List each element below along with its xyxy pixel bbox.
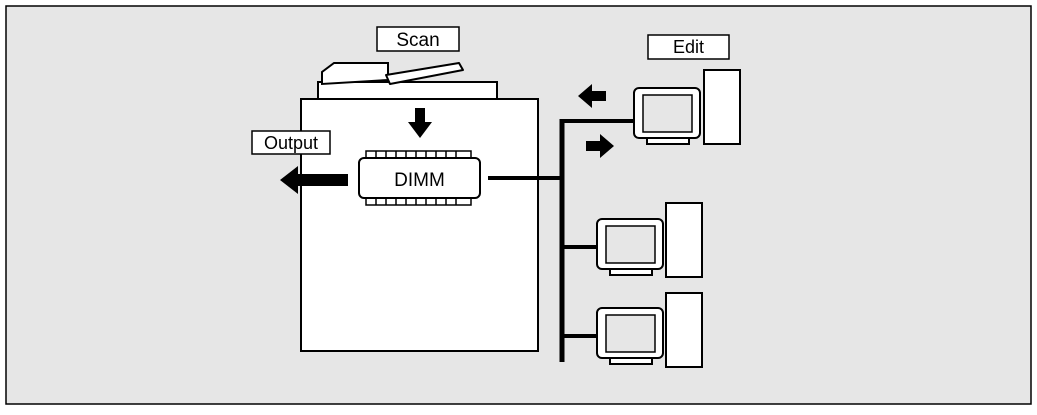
scan-arrow-down-icon	[408, 108, 432, 138]
workstation-top	[633, 69, 741, 145]
monitor-screen	[605, 225, 656, 264]
dimm-label: DIMM	[394, 170, 445, 191]
scan-label: Scan	[396, 30, 439, 51]
output-label: Output	[264, 133, 318, 153]
monitor-screen	[642, 94, 693, 133]
receive-arrow-left-icon	[578, 84, 606, 108]
copier-device	[300, 62, 539, 352]
monitor-screen	[605, 314, 656, 353]
document-feeder	[321, 62, 389, 86]
pc-tower-icon	[703, 69, 741, 145]
output-arrow-left-icon	[280, 166, 348, 194]
copier-body	[300, 98, 539, 352]
edit-label-box	[647, 34, 730, 60]
edit-label: Edit	[673, 37, 704, 57]
workstation-bottom	[596, 292, 703, 368]
dimm-chip: DIMM	[358, 150, 481, 206]
scan-label-box	[376, 26, 460, 52]
send-arrow-right-icon	[586, 134, 614, 158]
pc-tower-icon	[665, 202, 703, 278]
feeder-tray	[385, 62, 464, 85]
scanner-platen	[317, 81, 498, 100]
workstation-middle	[596, 202, 703, 278]
output-label-box	[251, 130, 331, 155]
dimm-body	[358, 157, 481, 199]
pc-tower-icon	[665, 292, 703, 368]
